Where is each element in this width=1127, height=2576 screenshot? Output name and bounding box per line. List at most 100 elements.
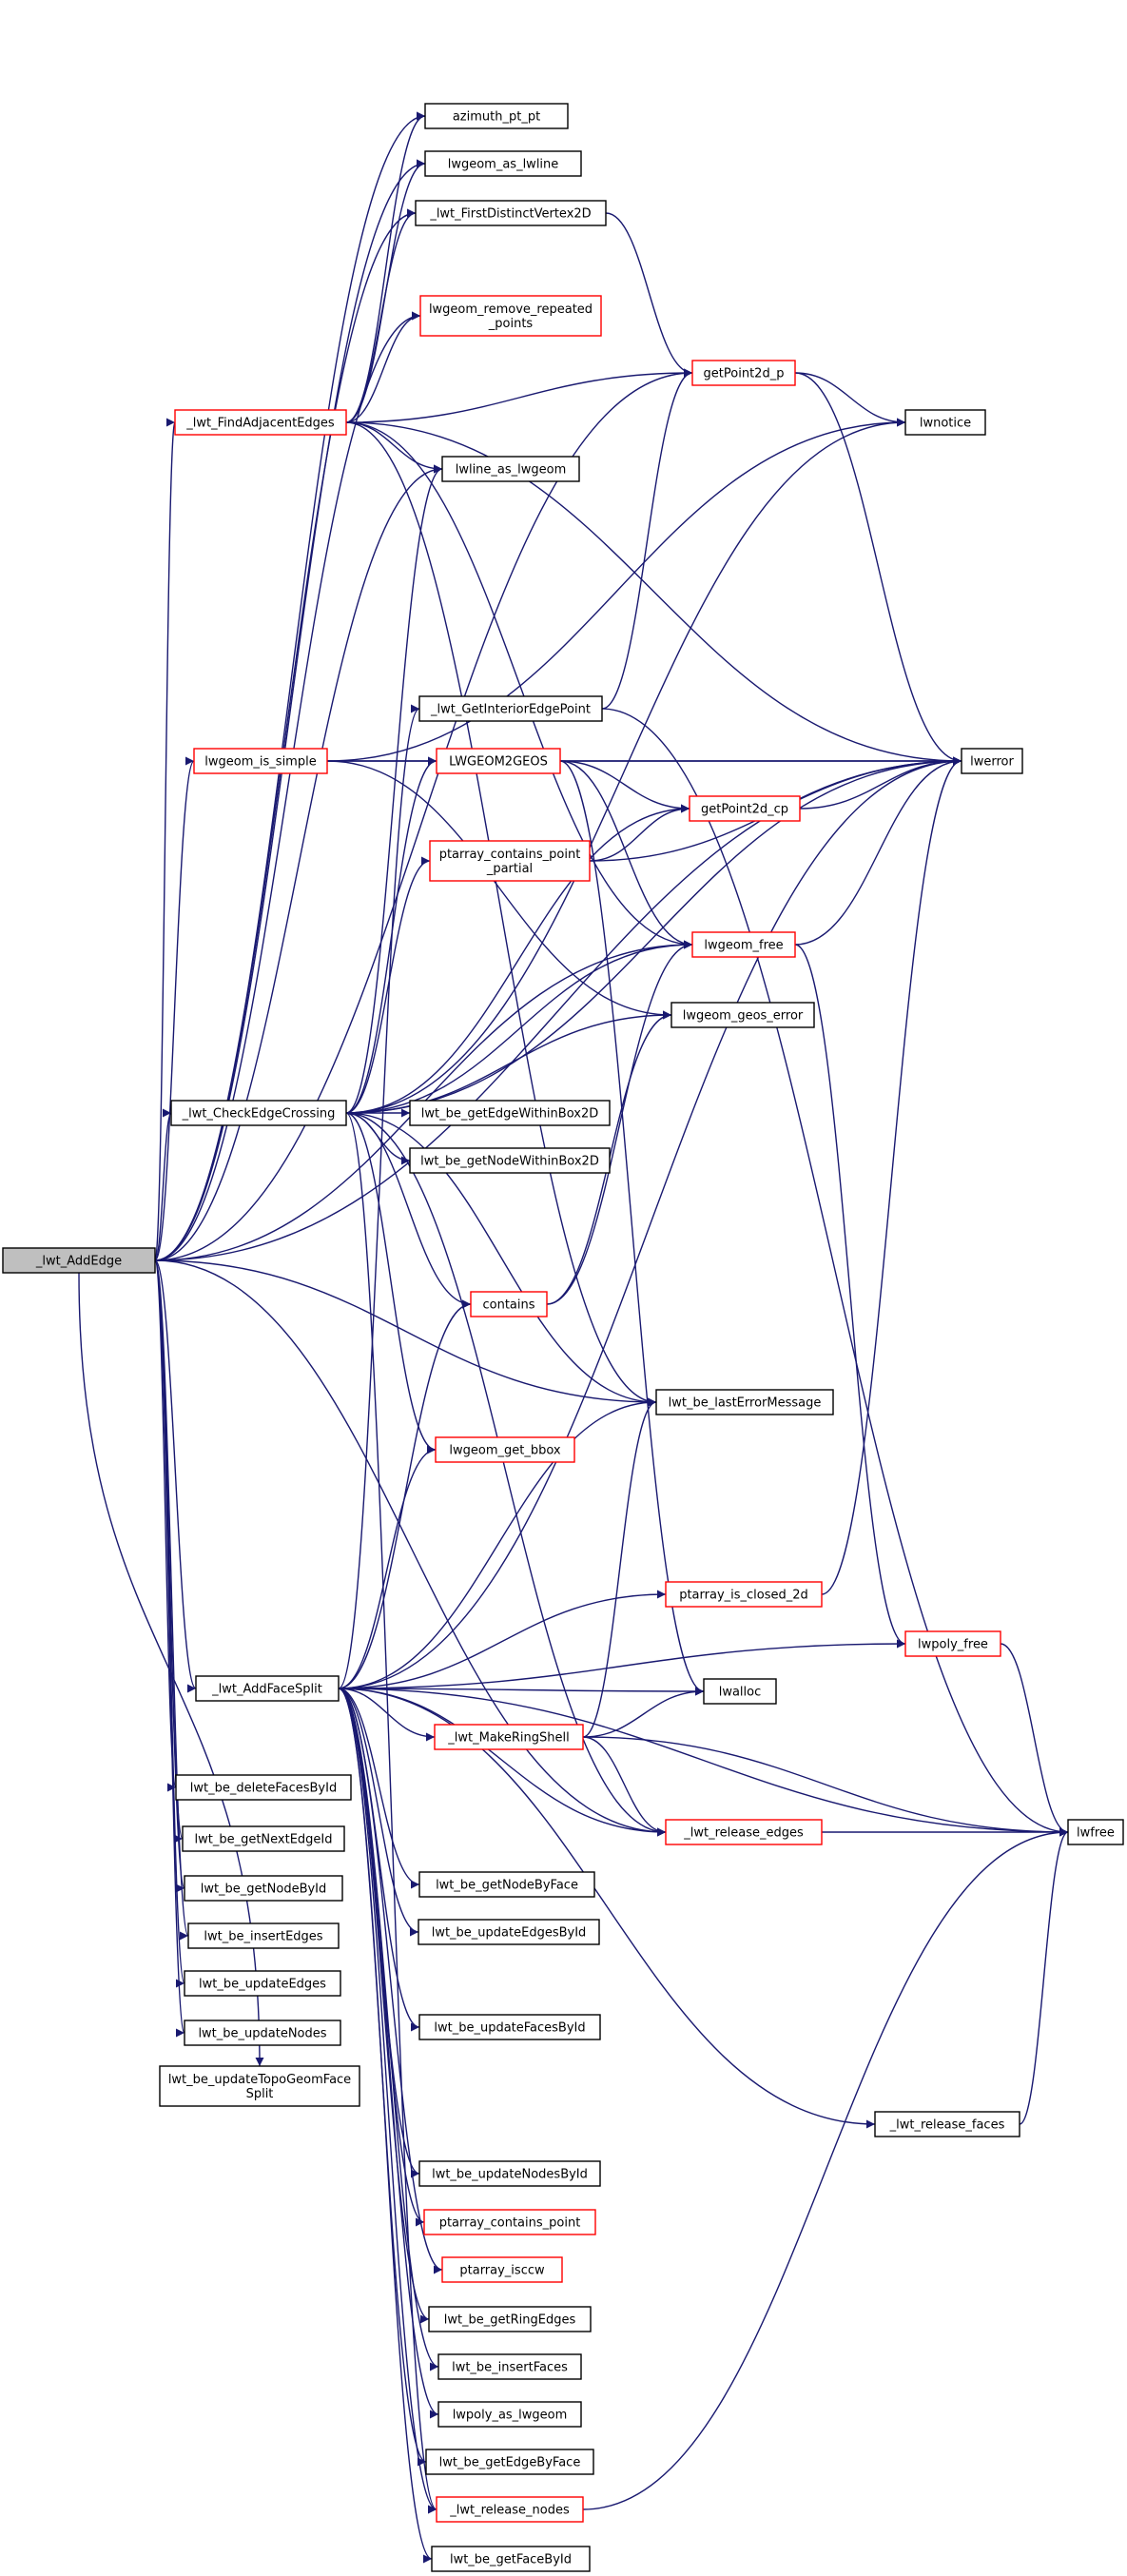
node-ring-edges[interactable]: lwt_be_getRingEdges <box>428 2306 592 2332</box>
node-first-distinct[interactable]: _lwt_FirstDistinctVertex2D <box>415 200 607 226</box>
edge-make_ring-to-lwfree <box>582 1736 1069 1837</box>
node-box <box>175 1774 352 1801</box>
node-upd-nodes-id[interactable]: lwt_be_updateNodesById <box>418 2160 601 2187</box>
node-edge-box[interactable]: lwt_be_getEdgeWithinBox2D <box>409 1100 611 1126</box>
node-label: _lwt_release_faces <box>889 2118 1005 2133</box>
node-lwline-as[interactable]: lwline_as_lwgeom <box>441 456 580 482</box>
node-box <box>170 1100 347 1126</box>
node-label: getPoint2d_cp <box>701 803 788 817</box>
node-upd-edges-id[interactable]: lwt_be_updateEdgesById <box>418 1919 600 1945</box>
node-make-ring[interactable]: _lwt_MakeRingShell <box>434 1724 584 1750</box>
edge-add_face_split-to-ring_edges <box>338 1688 430 2324</box>
edge-check_crossing-to-lwerror <box>345 756 962 1114</box>
node-add-face-split[interactable]: _lwt_AddFaceSplit <box>195 1675 340 1702</box>
node-label: lwline_as_lwgeom <box>456 463 567 478</box>
node-contains[interactable]: contains <box>470 1291 548 1317</box>
node-interior-pt[interactable]: _lwt_GetInteriorEdgePoint <box>418 695 603 722</box>
node-remove-repeated[interactable]: lwgeom_remove_repeated_points <box>419 295 602 337</box>
node-label: ptarray_contains_point <box>439 848 581 862</box>
node-label: lwgeom_as_lwline <box>448 158 559 172</box>
edge-add_face_split-to-isccw <box>338 1688 443 2274</box>
edge-make_ring-to-release_edges <box>582 1736 667 1837</box>
node-last-error[interactable]: lwt_be_lastErrorMessage <box>655 1389 834 1415</box>
edge-add_face_split-to-upd_edges_id <box>338 1688 419 1937</box>
edge-contains_partial-to-getpoint2d_cp <box>589 804 690 862</box>
node-check-crossing[interactable]: _lwt_CheckEdgeCrossing <box>170 1100 347 1126</box>
node-lwnotice[interactable]: lwnotice <box>904 409 986 436</box>
edge-add_edge-to-remove_repeated <box>154 311 421 1261</box>
node-label: lwpoly_as_lwgeom <box>453 2409 568 2423</box>
node-box <box>425 2449 594 2475</box>
node-lwgeom2geos[interactable]: LWGEOM2GEOS <box>436 748 561 774</box>
node-node-box[interactable]: lwt_be_getNodeWithinBox2D <box>409 1147 611 1174</box>
node-box <box>415 200 607 226</box>
node-label: lwt_be_updateTopoGeomFace <box>168 2073 351 2087</box>
node-node-by-face[interactable]: lwt_be_getNodeByFace <box>418 1871 595 1898</box>
node-azimuth[interactable]: azimuth_pt_pt <box>424 103 569 129</box>
node-box <box>182 1825 345 1852</box>
edge-add_edge-to-last_error <box>154 1259 657 1407</box>
edge-getpoint2d_p-to-lwnotice <box>794 372 906 427</box>
node-isccw[interactable]: ptarray_isccw <box>441 2256 563 2283</box>
node-lwalloc[interactable]: lwalloc <box>703 1678 777 1705</box>
node-lwerror[interactable]: lwerror <box>961 748 1023 774</box>
node-box <box>418 2014 601 2040</box>
node-upd-nodes[interactable]: lwt_be_updateNodes <box>184 2020 341 2046</box>
node-poly-as[interactable]: lwpoly_as_lwgeom <box>437 2401 582 2428</box>
node-label: _lwt_AddFaceSplit <box>211 1683 322 1697</box>
edge-add_edge-to-insert_edges <box>154 1259 189 1941</box>
node-edge-by-face[interactable]: lwt_be_getEdgeByFace <box>425 2449 594 2475</box>
edge-add_edge-to-is_simple <box>154 756 195 1261</box>
node-get-bbox[interactable]: lwgeom_get_bbox <box>435 1436 575 1463</box>
node-box <box>665 1581 823 1608</box>
node-face-by-id[interactable]: lwt_be_getFaceById <box>431 2546 591 2572</box>
node-box <box>424 150 582 177</box>
node-insert-edges[interactable]: lwt_be_insertEdges <box>187 1922 340 1949</box>
node-label: lwt_be_updateFacesById <box>434 2021 585 2036</box>
node-del-faces[interactable]: lwt_be_deleteFacesById <box>175 1774 352 1801</box>
node-label: _partial <box>486 862 533 876</box>
node-contains-point[interactable]: ptarray_contains_point <box>423 2209 596 2235</box>
node-add-edge[interactable]: _lwt_AddEdge <box>2 1247 156 1274</box>
edge-check_crossing-to-getpoint2d_cp <box>345 804 690 1114</box>
node-upd-edges[interactable]: lwt_be_updateEdges <box>184 1970 341 1997</box>
node-as-lwline[interactable]: lwgeom_as_lwline <box>424 150 582 177</box>
node-release-nodes[interactable]: _lwt_release_nodes <box>436 2496 584 2523</box>
node-box <box>436 748 561 774</box>
node-lwgeom-free[interactable]: lwgeom_free <box>691 931 796 958</box>
node-getpoint2d-cp[interactable]: getPoint2d_cp <box>689 795 801 822</box>
edge-is_closed-to-lwerror <box>821 756 962 1595</box>
edge-add_edge-to-release_edges <box>154 1259 667 1837</box>
node-poly-free[interactable]: lwpoly_free <box>904 1630 1001 1657</box>
edge-check_crossing-to-last_error <box>345 1112 657 1407</box>
node-lwfree[interactable]: lwfree <box>1067 1819 1124 1845</box>
node-box <box>470 1291 548 1317</box>
edge-add_edge-to-upd_topo <box>78 1272 264 2067</box>
node-is-simple[interactable]: lwgeom_is_simple <box>193 748 328 774</box>
node-contains-partial[interactable]: ptarray_contains_point_partial <box>429 840 591 882</box>
edge-lwgeom_free-to-lwerror <box>794 756 962 946</box>
node-label: lwfree <box>1077 1826 1115 1841</box>
node-insert-faces[interactable]: lwt_be_insertFaces <box>437 2353 582 2380</box>
edge-find_adjacent-to-remove_repeated <box>345 311 421 423</box>
node-next-edge[interactable]: lwt_be_getNextEdgeId <box>182 1825 345 1852</box>
node-box <box>689 795 801 822</box>
node-getpoint2d-p[interactable]: getPoint2d_p <box>691 360 796 386</box>
edge-find_adjacent-to-lwgeom_free <box>345 421 693 949</box>
node-release-faces[interactable]: _lwt_release_faces <box>874 2111 1020 2137</box>
node-node-by-id[interactable]: lwt_be_getNodeById <box>184 1875 343 1902</box>
node-upd-faces-id[interactable]: lwt_be_updateFacesById <box>418 2014 601 2040</box>
node-find-adjacent[interactable]: _lwt_FindAdjacentEdges <box>174 409 347 436</box>
node-geos-error[interactable]: lwgeom_geos_error <box>670 1002 815 1028</box>
node-box <box>174 409 347 436</box>
node-label: lwt_be_getNodeById <box>201 1883 327 1897</box>
node-release-edges[interactable]: _lwt_release_edges <box>665 1819 823 1845</box>
node-label: lwt_be_updateNodesById <box>432 2168 588 2182</box>
node-is-closed[interactable]: ptarray_is_closed_2d <box>665 1581 823 1608</box>
edge-find_adjacent-to-getpoint2d_p <box>345 368 693 423</box>
function-nodes: _lwt_AddEdge azimuth_pt_pt lwgeom_as_lwlin… <box>2 103 1124 2572</box>
node-label: lwgeom_free <box>704 939 783 953</box>
node-label: _lwt_CheckEdgeCrossing <box>182 1107 336 1122</box>
edge-add_edge-to-upd_nodes <box>154 1259 185 2037</box>
